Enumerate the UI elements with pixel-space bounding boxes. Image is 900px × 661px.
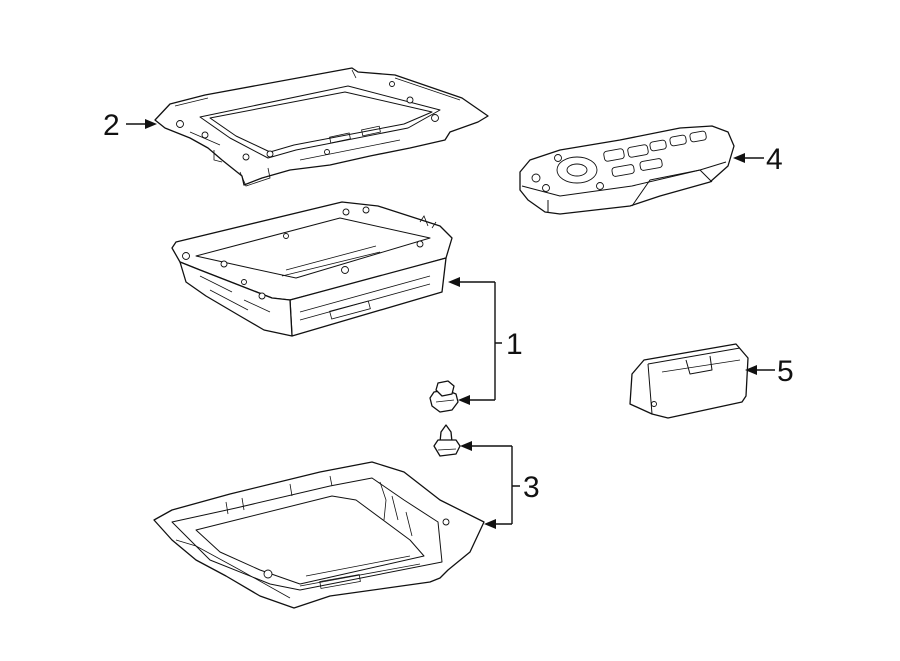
callout-1: 1: [506, 328, 523, 361]
callout-2-leader: [126, 119, 157, 129]
callout-2: 2: [103, 109, 120, 142]
callout-3: 3: [523, 471, 540, 504]
display-unit-icon: [171, 201, 453, 337]
remote-control-icon: [519, 125, 735, 215]
housing-icon: [153, 461, 485, 609]
callout-5-leader: [745, 365, 775, 375]
screw-icon: [433, 424, 461, 457]
callout-4: 4: [766, 143, 783, 176]
holder-icon: [629, 343, 749, 419]
callout-3-leader: [460, 441, 520, 529]
callout-4-leader: [733, 153, 764, 163]
callout-1-leader: [448, 277, 502, 405]
callout-5: 5: [777, 355, 794, 388]
mounting-bracket-icon: [154, 67, 489, 187]
nut-icon: [429, 380, 459, 413]
